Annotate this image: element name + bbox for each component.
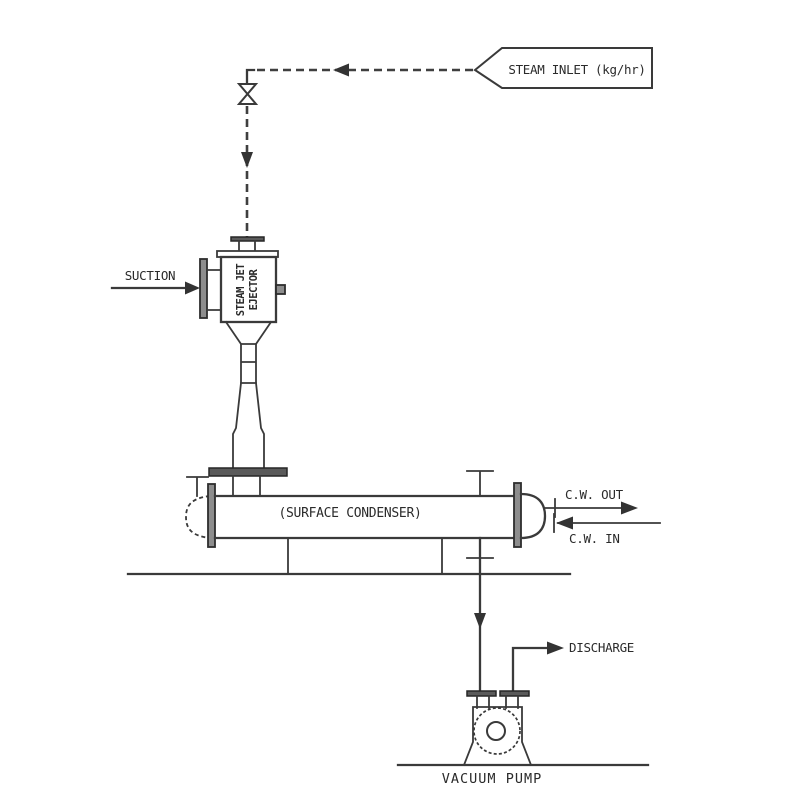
condenser-left-flange xyxy=(207,483,216,548)
valve-icon xyxy=(236,83,259,105)
steam-jet-ejector xyxy=(110,236,288,497)
vacuum-pump xyxy=(396,690,650,767)
condenser-right-flange xyxy=(513,482,522,548)
pump-casing-sides xyxy=(462,706,533,767)
diffuser-nozzle-stems xyxy=(232,475,261,497)
ejector-converging-section xyxy=(224,320,273,346)
cw-out-label: C.W. OUT xyxy=(565,487,623,502)
pump-suction-flange xyxy=(466,690,497,697)
ejector-top-flange xyxy=(230,236,265,242)
ejector-label: STEAM JET EJECTOR xyxy=(235,264,261,316)
ejector-side-stub xyxy=(275,284,286,295)
steam-pipe-corner xyxy=(245,68,256,86)
pump-flange-stems xyxy=(476,695,519,709)
cw-in-arrow-icon xyxy=(556,516,573,530)
cw-in-label: C.W. IN xyxy=(569,531,620,546)
ejector-diffuser-cone xyxy=(232,382,265,469)
discharge-label: DISCHARGE xyxy=(569,640,635,655)
pump-discharge-flange xyxy=(499,690,530,697)
condenser-left-head xyxy=(185,495,211,539)
discharge-arrow-icon xyxy=(547,641,564,655)
condensate-arrow-down-icon xyxy=(474,613,486,629)
flow-arrow-left-icon xyxy=(333,63,349,77)
ejector-throat xyxy=(240,343,257,384)
steam-inlet-tag-flag xyxy=(473,47,653,89)
suction-arrow-icon xyxy=(185,281,200,295)
steam-inlet-label: STEAM INLET (kg/hr) xyxy=(508,62,646,77)
ejector-suction-flange xyxy=(199,258,208,319)
condenser-left-vent-nozzle xyxy=(186,476,209,497)
ejector-flange-connectors xyxy=(206,269,222,311)
surface-condenser xyxy=(126,470,661,576)
ejector-label-line1: STEAM JET xyxy=(235,263,247,317)
discharge-line xyxy=(511,646,550,693)
ejector-label-line2: EJECTOR xyxy=(248,269,260,311)
condenser-right-head xyxy=(519,492,547,540)
condenser-support-legs xyxy=(287,537,443,575)
diffuser-bottom-flange xyxy=(208,467,288,477)
condensate-line xyxy=(466,536,564,693)
condenser-label: (SURFACE CONDENSER) xyxy=(278,506,422,521)
ejector-body xyxy=(219,255,278,324)
flow-arrow-down-icon xyxy=(241,152,253,168)
steam-supply-line xyxy=(236,47,653,237)
cw-out-arrow-icon xyxy=(621,501,638,515)
suction-label: SUCTION xyxy=(124,268,176,283)
vacuum-pump-label: VACUUM PUMP xyxy=(441,771,543,787)
pump-shaft xyxy=(486,721,506,741)
condenser-shell xyxy=(213,494,516,540)
condenser-top-vent-nozzle xyxy=(466,470,494,497)
